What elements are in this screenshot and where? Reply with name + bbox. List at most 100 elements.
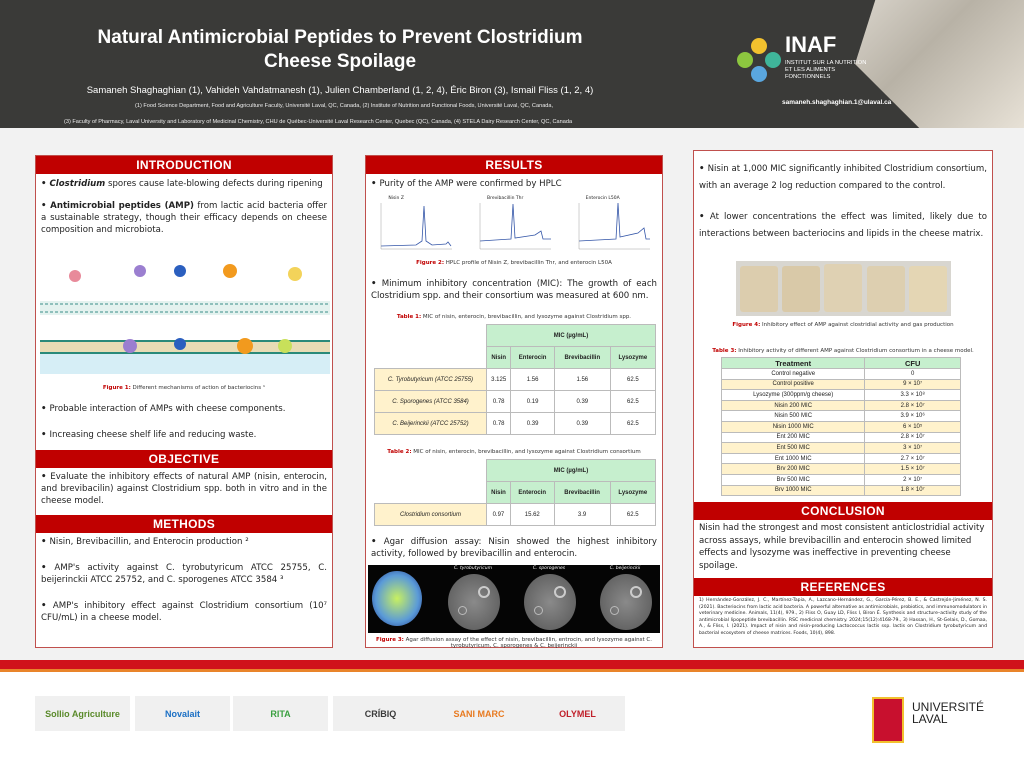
mic-value: 3.125 [485,368,512,391]
mic-header: MIC (µg/mL) [486,324,656,347]
hplc-title: Brevibacillin Thr [486,196,524,201]
cfu-value: 1.5 × 10⁷ [864,463,961,475]
column-header: Nisin [486,481,511,504]
column-header: Treatment [720,357,866,369]
label: Table 1: [396,314,422,320]
table-1-caption: Table 1: MIC of nisin, enterocin, brevib… [366,314,662,320]
figure-3-caption: Figure 3: Agar diffusion assay of the ef… [366,637,662,649]
mic-value: 0.39 [553,390,611,413]
laval-text: UNIVERSITÉ LAVAL [912,700,985,726]
cfu-value: 9 × 10⁷ [864,378,961,391]
label: Figure 2: [416,260,445,266]
strong-text: Antimicrobial peptides (AMP) [50,201,194,211]
mic-header: MIC (µg/mL) [486,459,656,482]
objective-heading: OBJECTIVE [36,450,332,468]
plate-title: C. beijerinckii [609,566,641,571]
methods-bullet-3: AMP's inhibitory effect against Clostrid… [36,600,332,624]
plate-title: C. tyrobutyricum [454,566,492,571]
hplc-panel: Nisin Z [376,196,454,260]
column-header: Enterocin [510,346,555,369]
results-bullet-1: Purity of the AMP were confirmed by HPLC [366,178,662,190]
em-text: Clostridium [49,179,106,189]
hplc-title: Nisin Z [388,196,404,201]
mic-value: 0.78 [485,412,512,435]
cfu-value: 2 × 10⁷ [864,473,961,486]
hplc-figure: Nisin Z Brevibacillin Thr Enterocin L50A [366,196,662,260]
treatment: Control negative [720,368,866,380]
plate-title: C. sporogenes [532,566,566,571]
agar-plate [600,574,652,630]
column-header: Nisin [485,346,512,369]
column-header: Lysozyme [609,481,657,504]
row-label: C. Beijerinckii (ATCC 25752) [374,412,487,435]
text: HPLC profile of Nisin Z, brevibacillin T… [445,260,612,266]
row-label: C. Sporogenes (ATCC 3584) [374,390,487,413]
agar-diffusion-figure: C. tyrobutyricum C. sporogenes C. beijerin… [368,565,660,633]
intro-bullet-1: Clostridium spores cause late-blowing de… [36,178,332,190]
results-bullet-3: Agar diffusion assay: Nisin showed the h… [366,536,662,560]
results2-bullet-1: Nisin at 1,000 MIC significantly inhibit… [694,161,992,195]
objective-bullet: Evaluate the inhibitory effects of natur… [36,471,332,507]
mic-value: 0.78 [485,390,512,413]
results-bullet-2: Minimum inhibitory concentration (MIC): … [366,278,662,302]
treatment: Control positive [720,378,866,391]
text: Inhibitory activity of different AMP aga… [738,348,974,354]
agar-plate [448,574,500,630]
column-header: Brevibacillin [553,481,611,504]
empty-cell [375,482,487,504]
intro-bullet-4: Increasing cheese shelf life and reducin… [36,429,332,441]
empty-cell [375,325,487,347]
results2-bullet-2: At lower concentrations the effect was l… [694,209,992,243]
inaf-name: INAF [785,32,837,57]
column-left: INTRODUCTION Clostridium spores cause la… [35,155,333,648]
mic-value: 0.39 [510,412,555,435]
text: MIC of nisin, enterocin, brevibacillin, … [413,449,641,455]
affiliations-2: (3) Faculty of Pharmacy, Laval Universit… [64,119,573,125]
footer-stripe-orange [0,669,1024,672]
sponsor-logo: Novalait [135,696,230,731]
cheese-jar [866,266,905,312]
affiliations-1: (1) Food Science Department, Food and Ag… [135,103,554,109]
column-header: Brevibacillin [553,346,611,369]
text: Agar diffusion assay of the effect of ni… [405,637,652,649]
inaf-subtitle: INSTITUT SUR LA NUTRITION ET LES ALIMENT… [785,60,867,80]
cfu-value: 1.8 × 10⁷ [864,484,961,497]
cfu-value: 2.8 × 10⁷ [864,399,961,412]
contact-email[interactable]: samaneh.shaghaghian.1@ulaval.ca [782,99,892,106]
results-heading: RESULTS [366,156,662,174]
conclusion-heading: CONCLUSION [694,502,992,521]
references-heading: REFERENCES [694,578,992,597]
mic-value: 0.39 [553,412,611,435]
label: Table 2: [387,449,412,455]
mic-value: 1.56 [510,368,555,391]
treatment: Nisin 1000 MIC [720,420,866,433]
cheese-jar [908,266,947,312]
row-label: C. Tyrobutyricum (ATCC 25755) [374,368,487,391]
treatment: Lysozyme (300ppm/g cheese) [720,389,866,401]
cfu-value: 3 × 10⁷ [864,442,961,454]
text: from lactic acid bacteria offer a sustai… [41,201,327,235]
figure-2-caption: Figure 2: HPLC profile of Nisin Z, brevi… [366,260,662,266]
label: Figure 3: [376,637,404,643]
column-middle: RESULTS Purity of the AMP were confirmed… [365,155,663,649]
agar-plate [524,574,576,630]
column-header: Lysozyme [609,346,657,369]
treatment: Nisin 200 MIC [720,399,866,412]
cfu-value: 2.8 × 10⁷ [864,431,961,444]
sponsor-logo: CRÍBIQ [333,696,428,731]
mic-value: 1.56 [553,368,611,391]
bacteriocin-mechanism-figure [40,264,330,374]
mic-value: 62.5 [609,390,657,413]
empty-cell [375,347,487,369]
row-label: Clostridium consortium [374,503,487,526]
